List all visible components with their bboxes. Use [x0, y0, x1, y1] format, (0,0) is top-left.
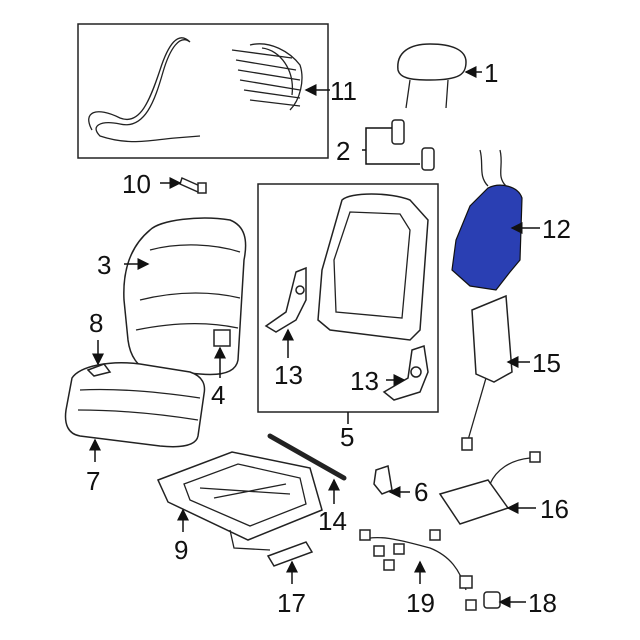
connector-icon	[483, 591, 501, 609]
wire-harness-icon	[88, 37, 201, 143]
bolt-icon	[179, 176, 207, 194]
wiring-harness-icon	[359, 529, 477, 611]
headrest-icon	[397, 43, 467, 109]
seat-back-frame-icon	[317, 193, 429, 341]
recliner-left-icon	[264, 266, 307, 333]
module-icon	[438, 451, 541, 525]
seat-cushion-frame-icon	[156, 451, 323, 551]
lumbar-assembly-highlighted-icon	[451, 149, 523, 291]
callout-17: 17	[277, 588, 306, 618]
headrest-guide-icon	[391, 119, 435, 171]
callout-13-left: 13	[274, 360, 303, 390]
lumbar-support-icon	[231, 43, 303, 111]
callout-11: 11	[330, 76, 357, 106]
callout-8: 8	[89, 308, 103, 338]
seat-cushion-cover-icon	[64, 362, 206, 448]
callout-2: 2	[336, 136, 350, 166]
callout-4: 4	[211, 380, 225, 410]
callout-16: 16	[540, 494, 569, 524]
callout-1: 1	[484, 58, 498, 88]
back-panel-icon	[461, 294, 513, 451]
inset-box-11	[77, 23, 329, 159]
callout-3: 3	[97, 250, 111, 280]
callout-12: 12	[542, 214, 571, 244]
callout-10: 10	[122, 169, 151, 199]
callout-13-right: 13	[350, 366, 379, 396]
callout-14: 14	[318, 506, 347, 536]
callout-15: 15	[532, 348, 561, 378]
callout-5: 5	[340, 422, 354, 452]
callout-18: 18	[528, 588, 557, 618]
callout-7: 7	[86, 466, 100, 496]
recliner-right-icon	[382, 345, 429, 401]
callout-9: 9	[174, 535, 188, 565]
callout-6: 6	[414, 477, 428, 507]
clip-icon	[373, 465, 393, 495]
seat-back-cover-icon	[123, 217, 247, 376]
callout-19: 19	[406, 588, 435, 618]
rod-icon	[267, 433, 347, 481]
switch-icon	[266, 541, 314, 567]
leader-lines	[89, 66, 540, 608]
